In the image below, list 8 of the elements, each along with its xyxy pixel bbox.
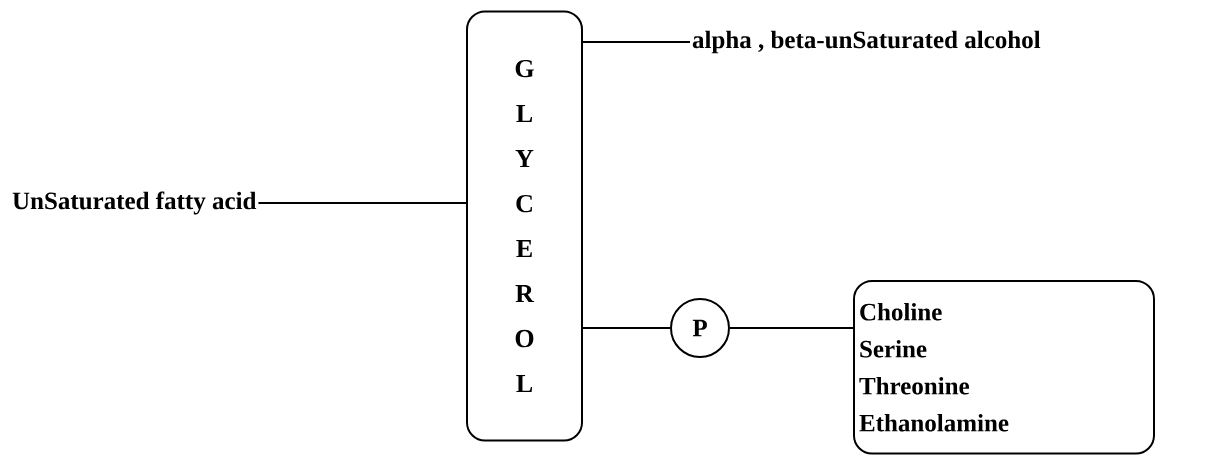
glycerol-box: G L Y C E R O L [466, 10, 583, 442]
connector-line [257, 202, 467, 204]
component-label: alpha , beta-unSaturated alcohol [692, 30, 1041, 54]
base-list-box: Choline Serine Threonine Ethanolamine [853, 280, 1155, 455]
connector-line [582, 41, 691, 43]
connector-line [582, 327, 671, 329]
component-label: UnSaturated fatty acid [12, 191, 257, 215]
connector-line [729, 327, 854, 329]
